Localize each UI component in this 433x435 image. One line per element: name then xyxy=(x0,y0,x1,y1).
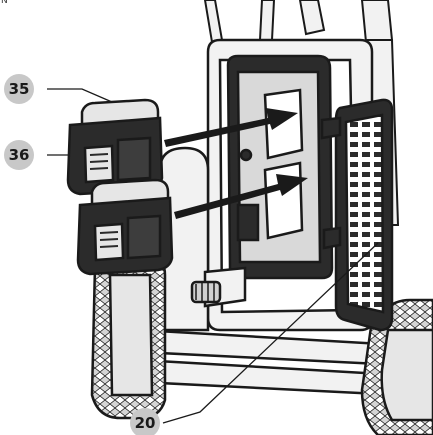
callout-36: 36 xyxy=(4,140,34,170)
leader-20 xyxy=(162,242,379,424)
callout-35: 35 xyxy=(4,74,34,104)
corner-mark: N xyxy=(1,0,8,6)
leader-35 xyxy=(47,88,113,103)
right-wheel xyxy=(360,298,433,435)
arrow-upper-battery xyxy=(164,108,298,147)
insertion-arrows xyxy=(164,108,308,219)
callout-20: 20 xyxy=(130,408,160,435)
leader-lines xyxy=(47,88,379,424)
arrow-lower-battery xyxy=(174,174,308,219)
battery-compartment-door xyxy=(320,98,394,332)
hose-connector xyxy=(190,266,247,308)
battery-pack-lower xyxy=(76,178,174,276)
battery-compartment xyxy=(226,54,334,280)
left-wheel xyxy=(90,253,167,420)
